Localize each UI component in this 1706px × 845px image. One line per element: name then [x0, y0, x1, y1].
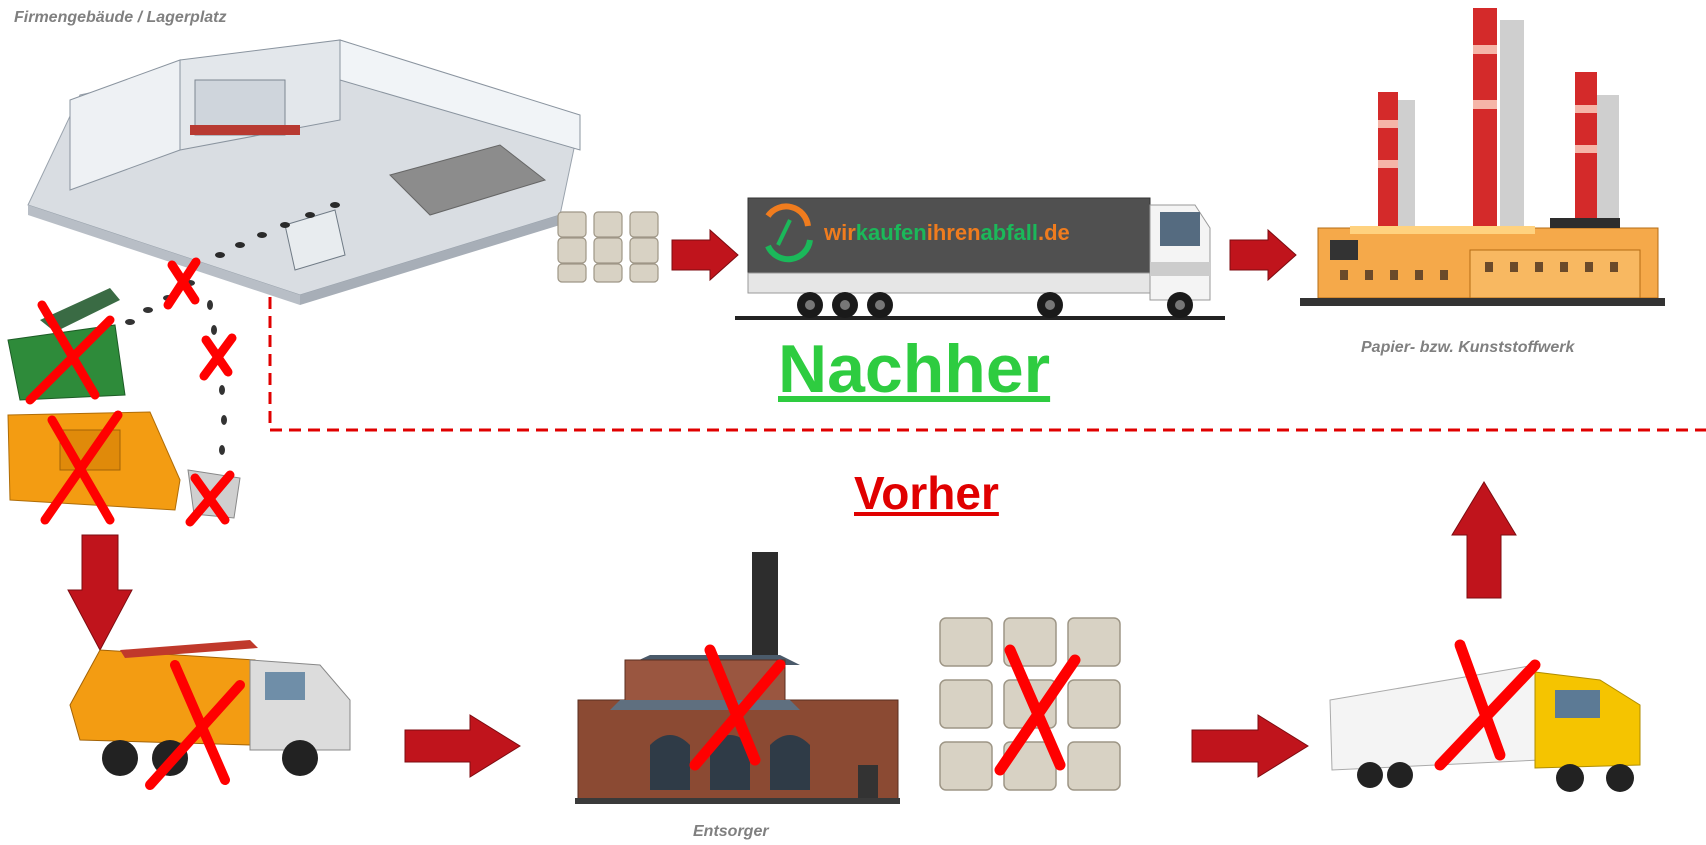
logo-part-de: .de: [1038, 220, 1070, 245]
cross-footprints-1-icon: [163, 257, 201, 310]
arrow-down-icon: [67, 534, 133, 652]
logo-part-kaufen: kaufen: [856, 220, 927, 245]
after-heading: Nachher: [778, 331, 1051, 407]
logo-part-abfall: abfall: [981, 220, 1038, 245]
arrow-right-4-icon: [1229, 228, 1297, 282]
recycle-logo-icon: [765, 203, 813, 263]
arrow-right-3-icon: [671, 228, 739, 282]
paper-plant-icon: [1300, 8, 1665, 306]
cross-semi-truck-icon: [1434, 639, 1541, 771]
truck-logo-text: wirkaufenihrenabfall.de: [823, 220, 1070, 245]
disposer-label: Entsorger: [693, 823, 769, 840]
logo-part-ihren: ihren: [927, 220, 981, 245]
separator-dashed-line: [268, 278, 1706, 432]
cross-footprints-2-icon: [199, 333, 237, 381]
arrow-right-2-icon: [1191, 714, 1309, 778]
paper-plant-label: Papier- bzw. Kunststoffwerk: [1361, 339, 1575, 356]
wirkaufen-truck-icon: [735, 197, 1225, 320]
company-building-label: Firmengebäude / Lagerplatz: [14, 9, 227, 26]
cross-hooklift-truck-icon: [145, 660, 245, 790]
arrow-right-1-icon: [404, 714, 521, 778]
bales-after-icon: [557, 211, 659, 283]
arrow-up-icon: [1451, 481, 1517, 599]
cross-orange-container-icon: [40, 410, 123, 525]
cross-disposer-icon: [689, 644, 786, 771]
semi-truck-icon: [1329, 664, 1641, 792]
disposer-factory-icon: [575, 552, 900, 804]
cross-green-skip-icon: [25, 300, 115, 405]
company-building-icon: [27, 39, 581, 305]
before-heading: Vorher: [854, 467, 999, 519]
cross-bales-icon: [994, 644, 1081, 776]
logo-part-wir: wir: [823, 220, 856, 245]
cross-small-bin-icon: [185, 470, 235, 527]
